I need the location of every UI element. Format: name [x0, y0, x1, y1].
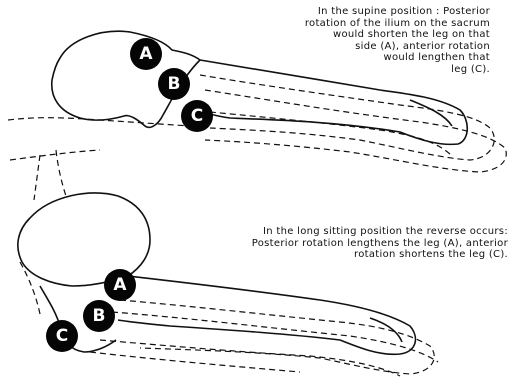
sitting-body-dashed	[20, 262, 40, 314]
supine-caption-line: leg (C).	[305, 64, 490, 76]
sitting-marker-a-label: A	[113, 275, 127, 295]
long-sitting-caption-line: Posterior rotation lengthens the leg (A)…	[252, 238, 508, 250]
supine-caption-line: side (A), anterior rotation	[305, 41, 490, 53]
sitting-marker-c: C	[46, 320, 78, 352]
sitting-marker-b: B	[83, 300, 115, 332]
supine-marker-b-label: B	[168, 74, 181, 94]
supine-marker-c: C	[181, 100, 213, 132]
sitting-knee-detail	[370, 318, 402, 342]
sitting-marker-a: A	[104, 269, 136, 301]
supine-leg-dashed-3	[190, 110, 452, 156]
supine-caption-line: In the supine position : Posterior	[305, 6, 490, 18]
supine-body-dashed-upper	[8, 118, 190, 126]
supine-caption-line: would shorten the leg on that	[305, 29, 490, 41]
sitting-pelvis-outline	[18, 193, 150, 286]
long-sitting-caption-line: In the long sitting position the reverse…	[252, 226, 508, 238]
supine-caption-line: rotation of the ilium on the sacrum	[305, 18, 490, 30]
supine-spine-dashed	[34, 155, 40, 200]
supine-body-dashed-lower	[10, 150, 100, 160]
supine-caption-line: would lengthen that	[305, 52, 490, 64]
supine-marker-a-label: A	[139, 44, 153, 64]
long-sitting-figure	[18, 193, 438, 376]
sitting-femur-outline	[118, 276, 415, 354]
sitting-leg-dashed-4	[90, 352, 300, 372]
supine-spine-dashed-2	[56, 150, 66, 196]
supine-marker-c-label: C	[191, 106, 203, 126]
supine-marker-a: A	[130, 38, 162, 70]
long-sitting-caption-line: rotation shortens the leg (C).	[252, 249, 508, 261]
supine-leg-dashed-1	[200, 75, 494, 160]
sitting-marker-b-label: B	[93, 306, 106, 326]
long-sitting-caption: In the long sitting position the reverse…	[252, 226, 508, 261]
sitting-leg-dashed-1	[120, 300, 434, 374]
supine-caption: In the supine position : Posterior rotat…	[305, 6, 490, 75]
supine-marker-b: B	[158, 68, 190, 100]
sitting-marker-c-label: C	[56, 326, 68, 346]
